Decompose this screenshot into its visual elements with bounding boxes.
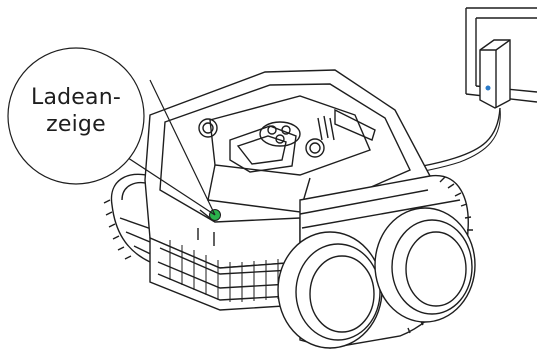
power-adapter-icon	[480, 40, 510, 108]
adapter-led	[486, 86, 491, 91]
left-wheel	[278, 232, 382, 348]
right-wheel	[375, 208, 475, 322]
callout-label-line1: Ladean-	[14, 84, 138, 111]
callout-label: Ladean- zeige	[14, 84, 138, 138]
callout-label-line2: zeige	[14, 111, 138, 138]
